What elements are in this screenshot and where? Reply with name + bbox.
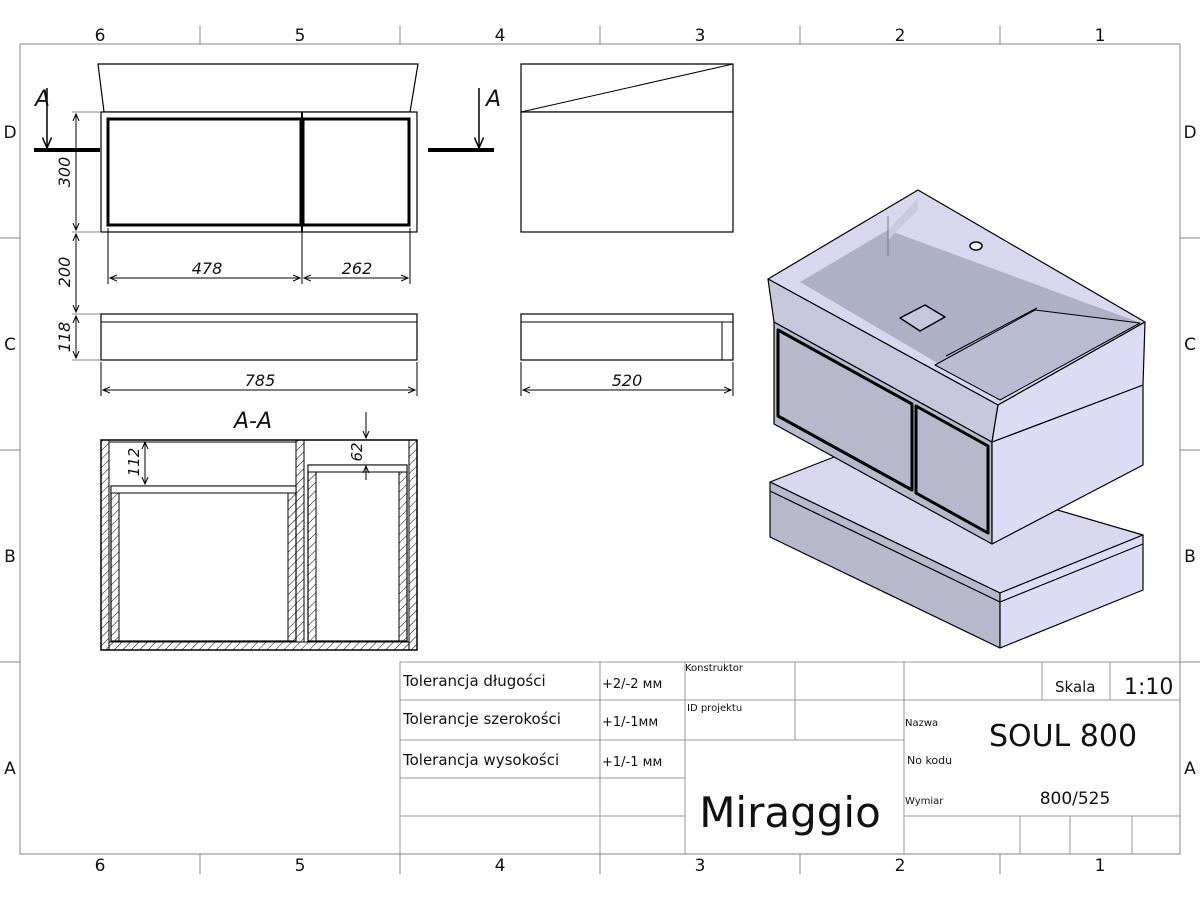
col-label: 4: [495, 856, 506, 876]
front-vertical-dimensions: 300 200 118: [55, 111, 100, 361]
row-label: B: [1184, 547, 1196, 567]
col-label: 5: [295, 856, 306, 876]
skala-value: 1:10: [1124, 675, 1173, 700]
col-label: 2: [895, 26, 906, 46]
tap-hole-icon: [969, 241, 983, 251]
iso-drawer-left: [776, 328, 914, 492]
company-logo-text: Miraggio: [699, 788, 881, 837]
nokodu-label: No kodu: [907, 754, 952, 767]
col-label: 2: [895, 856, 906, 876]
col-label: 3: [695, 856, 706, 876]
dim-left-width: 478: [192, 259, 223, 278]
row-labels-left: D C B A: [3, 123, 16, 779]
front-view: [97, 63, 419, 233]
section-letter: A: [484, 87, 501, 112]
nazwa-value: SOUL 800: [989, 719, 1137, 754]
col-label: 3: [695, 26, 706, 46]
tol-height-value: +1/-1 мм: [602, 755, 662, 770]
base-front-view: 785: [100, 313, 418, 396]
wymiar-value: 800/525: [1040, 789, 1111, 809]
row-label: D: [3, 123, 16, 143]
dim-side-depth: 520: [612, 371, 643, 390]
dim-section-top-left: 112: [125, 448, 143, 477]
front-horizontal-dimensions: 478 262: [107, 228, 411, 284]
tol-height-label: Tolerancja wysokości: [402, 751, 559, 769]
title-block: Tolerancja długości +2/-2 мм Tolerancje …: [399, 661, 1181, 855]
section-marker-left: A: [33, 87, 100, 152]
dim-base-width: 785: [245, 371, 276, 390]
konstruktor-label: Konstruktor: [685, 663, 744, 674]
nazwa-label: Nazwa: [905, 718, 938, 729]
dim-front-height: 300: [55, 157, 74, 188]
tol-length-label: Tolerancja długości: [402, 672, 546, 690]
wymiar-label: Wymiar: [905, 796, 944, 807]
row-label: A: [1184, 759, 1196, 779]
column-labels-bottom: 6 5 4 3 2 1: [95, 856, 1106, 876]
skala-label: Skala: [1055, 678, 1096, 696]
dim-right-width: 262: [342, 259, 373, 278]
row-labels-right: D C B A: [1183, 123, 1196, 779]
col-label: 6: [95, 26, 106, 46]
tol-width-value: +1/-1мм: [602, 715, 658, 730]
iso-drawer-right: [914, 404, 990, 535]
column-labels-top: 6 5 4 3 2 1: [95, 26, 1106, 46]
dim-section-top-right: 62: [348, 442, 366, 461]
col-label: 1: [1095, 26, 1106, 46]
row-label: D: [1183, 123, 1196, 143]
row-label: C: [1184, 335, 1196, 355]
section-title: A-A: [232, 409, 272, 434]
isometric-view: [767, 189, 1146, 649]
dim-base-height: 118: [55, 322, 74, 353]
iso-base-side: [999, 534, 1144, 649]
col-label: 1: [1095, 856, 1106, 876]
section-a-a: A-A 112 62: [100, 409, 418, 651]
col-label: 6: [95, 856, 106, 876]
tol-width-label: Tolerancje szerokości: [402, 710, 561, 728]
iso-basin-side: [991, 321, 1146, 443]
dim-front-gap: 200: [55, 257, 74, 288]
col-label: 5: [295, 26, 306, 46]
iso-basin-shelf: [934, 309, 1141, 401]
section-letter: A: [33, 87, 50, 112]
row-label: C: [4, 335, 16, 355]
id-projektu-label: ID projektu: [687, 703, 742, 714]
row-label: A: [4, 759, 16, 779]
section-marker-right: A: [428, 87, 501, 152]
col-label: 4: [495, 26, 506, 46]
side-view: 520: [520, 63, 734, 396]
drain-icon: [899, 304, 946, 332]
tol-length-value: +2/-2 мм: [602, 677, 662, 692]
row-label: B: [4, 547, 16, 567]
